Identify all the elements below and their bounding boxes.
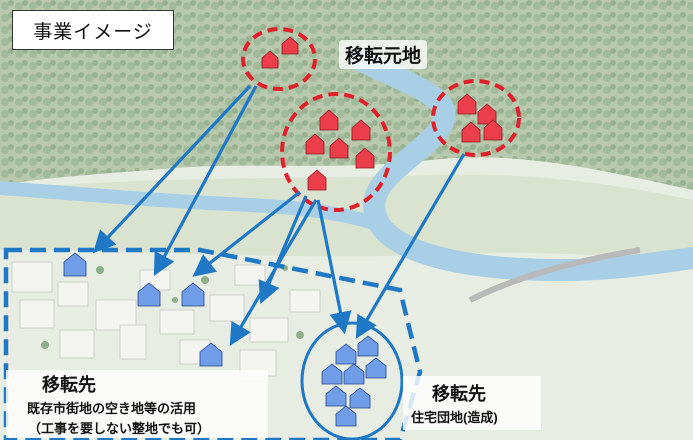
origin-houses	[261, 36, 503, 191]
housing-estate-description: 住宅団地(造成)	[411, 410, 498, 425]
diagram-title: 事業イメージ	[12, 10, 174, 50]
existing-town	[11, 261, 321, 377]
bridge-road	[468, 247, 641, 303]
river-branch	[0, 181, 387, 232]
existing-town-caption-bg	[6, 370, 268, 438]
housing-estate-label: 移転先	[432, 384, 486, 404]
housing-estate-outline	[300, 321, 404, 440]
housing-estate-caption-bg	[403, 376, 541, 430]
relocation-arrows	[92, 84, 466, 346]
existing-town-note: （工事を要しない整地でも可）	[28, 421, 211, 436]
existing-town-label: 移転先	[42, 375, 96, 395]
destination-houses	[63, 252, 387, 427]
town-trees	[41, 265, 304, 349]
origin-circles	[241, 27, 521, 212]
origin-label: 移転元地	[339, 40, 428, 69]
existing-town-description: 既存市街地の空き地等の活用	[27, 401, 197, 416]
existing-town-outline	[3, 247, 423, 440]
